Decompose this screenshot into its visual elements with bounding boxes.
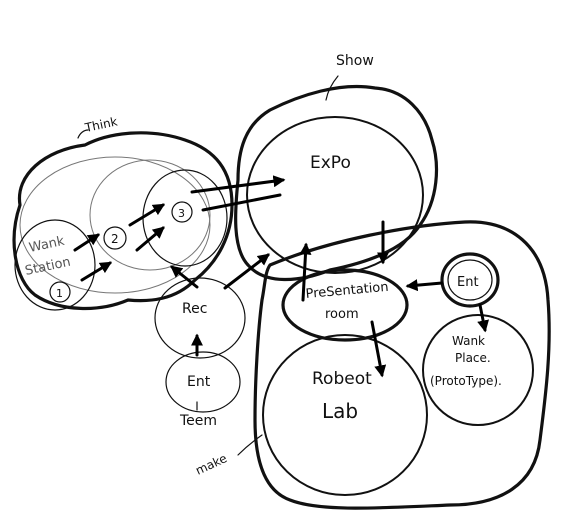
node-2-circle <box>103 226 127 250</box>
arrow-rec-to-think <box>170 265 199 289</box>
think-pointer <box>77 129 89 139</box>
team-label: Teem <box>179 413 217 429</box>
node-1-circle <box>49 281 71 303</box>
make-region-outline <box>253 220 551 510</box>
node-1-label: 1 <box>56 287 63 300</box>
think-region-outline <box>12 131 234 311</box>
ent-right-label: Ent <box>457 275 479 290</box>
work-place-label-1: Wank <box>452 334 485 348</box>
ent-right-inner <box>447 259 493 301</box>
think-sketch-circle-b <box>89 159 211 271</box>
arrow-presentation-to-expo <box>299 242 312 302</box>
node-2-label: 2 <box>111 232 119 246</box>
presentation-label-1: PreSentation <box>305 280 389 302</box>
presentation-room-node <box>281 268 409 342</box>
ent-left-node <box>165 351 241 413</box>
work-place-label-2: Place. <box>455 351 491 365</box>
show-region-outline <box>234 84 439 282</box>
arrow-entright-to-workplace <box>477 303 490 333</box>
arrow-ws-to-2-b <box>80 261 113 282</box>
presentation-label-2: room <box>325 307 359 322</box>
think-label: Think <box>83 114 119 135</box>
arrow-2-to-3-b <box>135 226 165 252</box>
robot-lab-label-2: Lab <box>322 399 358 423</box>
robot-lab-label-1: Robeot <box>312 369 372 389</box>
ent-right-node <box>440 252 500 308</box>
show-label: Show <box>336 53 374 69</box>
show-pointer <box>325 75 339 101</box>
rec-label: Rec <box>182 301 207 317</box>
expo-label: ExPo <box>310 153 351 173</box>
arrow-ws-to-2-a <box>73 233 101 252</box>
arrow-rec-to-expo <box>223 253 270 290</box>
arrow-2-to-3-a <box>128 203 166 227</box>
arrow-presentation-to-robotlab <box>370 320 387 378</box>
work-station-label-1: Wank <box>28 234 67 256</box>
arrow-3-to-expo-a <box>190 175 286 194</box>
arrow-3-to-expo-b <box>201 193 282 212</box>
robot-lab-node <box>262 334 428 496</box>
node-3-circle <box>171 201 193 223</box>
expo-node <box>246 116 424 274</box>
work-place-node <box>422 314 534 426</box>
node-3-region <box>142 169 228 267</box>
node-3-label: 3 <box>178 207 185 220</box>
rec-node <box>154 277 246 359</box>
work-station-node <box>14 219 96 311</box>
make-pointer <box>237 434 263 456</box>
ent-left-label: Ent <box>187 374 211 390</box>
work-place-label-3: (ProtoType). <box>430 374 502 388</box>
think-sketch-circle-a <box>19 156 211 294</box>
work-station-label-2: Station <box>24 255 72 279</box>
make-label: make <box>193 451 229 478</box>
arrow-entright-to-presentation <box>405 279 444 292</box>
